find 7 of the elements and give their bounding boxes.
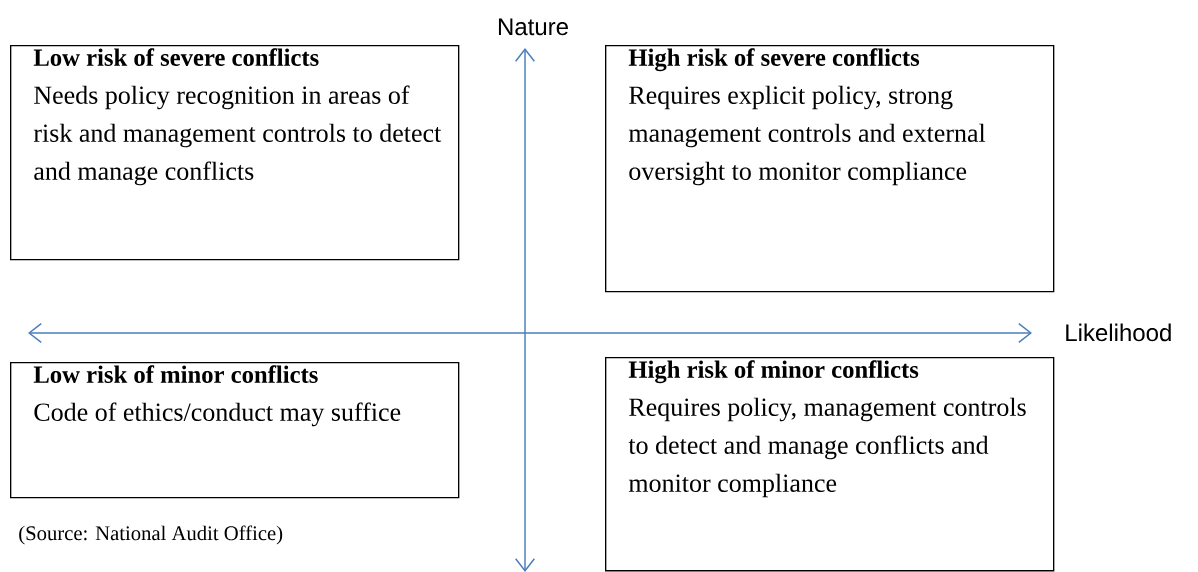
axis-label: Nature [498, 18, 568, 36]
caption: (Source: National Audit Office) [19, 525, 283, 545]
text-box: Low risk of severe conflicts Needs policy recognition in areas of risk and management controls to detect and manage conflicts [10, 45, 460, 261]
axis-label: Likelihood [1066, 323, 1171, 342]
text-box: High risk of minor conflicts Requires policy, management controls to detect and manage conflicts and monitor compliance [605, 357, 1055, 572]
text-box: Low risk of minor conflicts Code of ethics/conduct may suffice [10, 362, 460, 499]
text-box: High risk of severe conflicts Requires explicit policy, strong management controls and external oversight to monitor compliance [605, 45, 1055, 293]
